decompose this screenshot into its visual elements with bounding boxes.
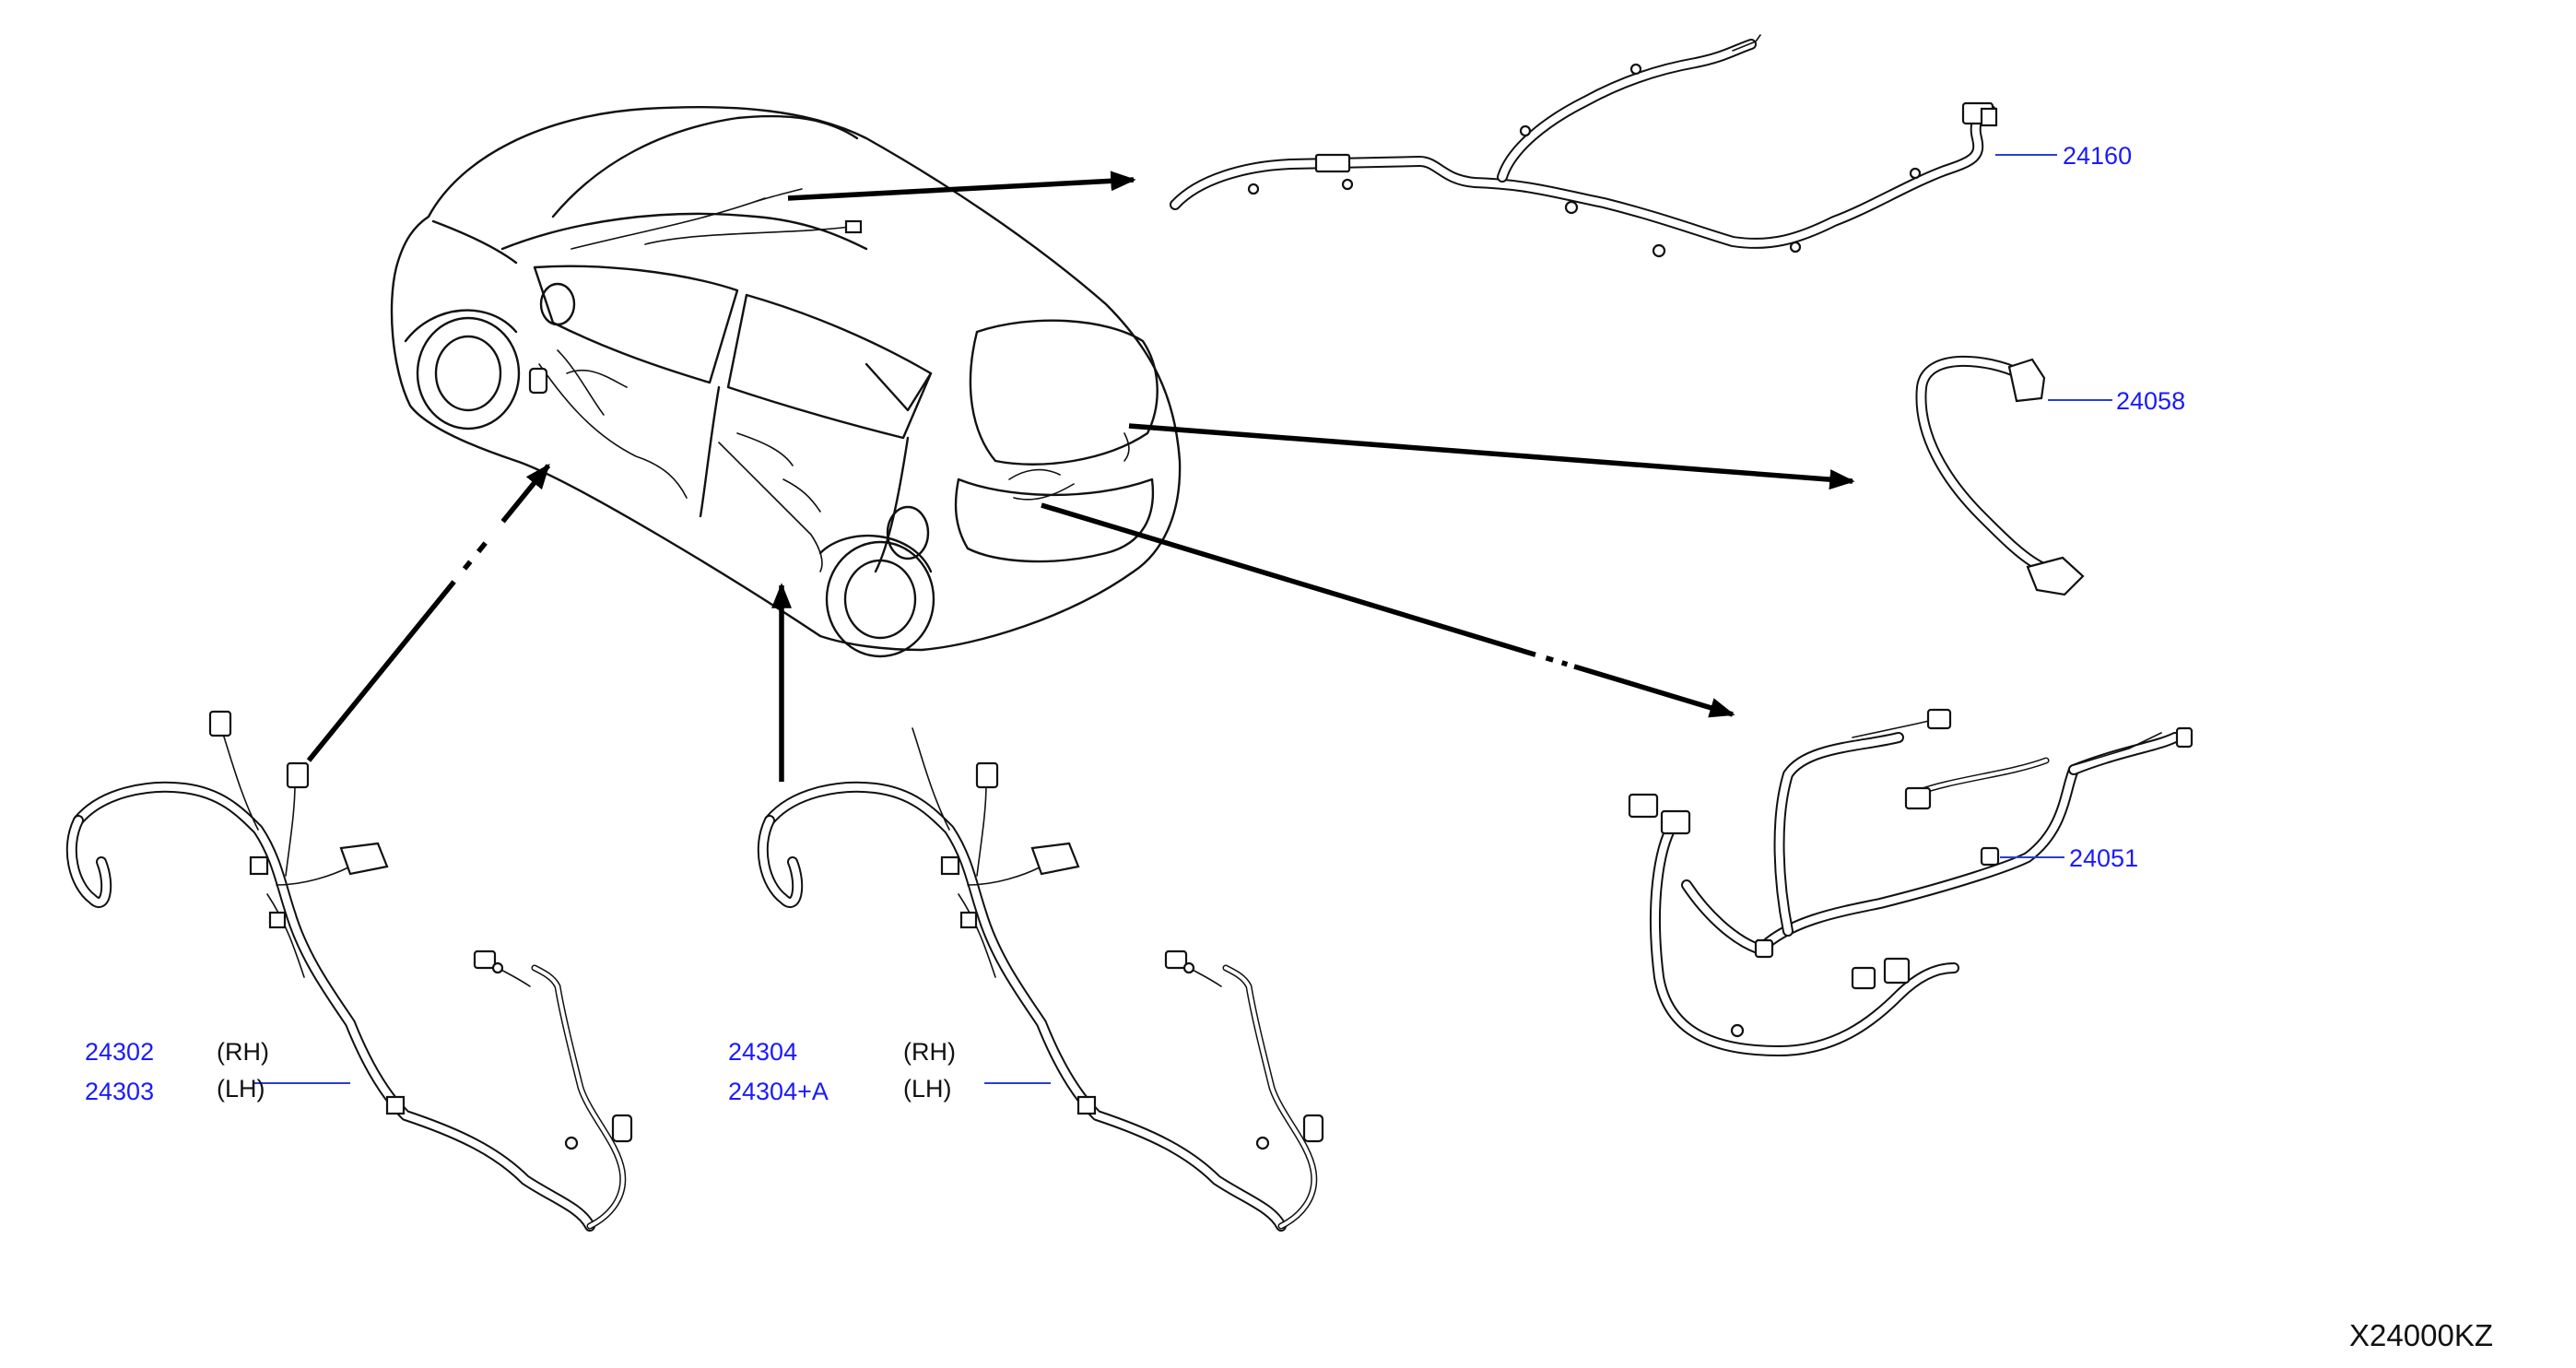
side-label-rh-front: (RH) xyxy=(217,1038,269,1066)
back-door-harness: 24058 xyxy=(1915,355,2185,596)
part-number-24160: 24160 xyxy=(2063,142,2132,170)
arrow-back-door xyxy=(1128,423,1855,490)
side-label-lh-rear: (LH) xyxy=(903,1075,952,1103)
roof-harness: 24160 xyxy=(1170,34,2132,258)
front-door-harness: 24302 (RH) 24303 (LH) xyxy=(65,710,633,1232)
part-number-24303: 24303 xyxy=(85,1078,154,1105)
part-number-24304a: 24304+A xyxy=(728,1078,829,1105)
part-number-24051: 24051 xyxy=(2069,844,2138,872)
arrow-body xyxy=(1041,502,1735,718)
car-illustration xyxy=(390,105,1182,658)
part-number-24302: 24302 xyxy=(85,1038,154,1066)
part-number-24304: 24304 xyxy=(728,1038,797,1066)
arrow-front-door xyxy=(306,463,551,762)
arrow-roof xyxy=(787,171,1136,201)
body-harness: 24051 xyxy=(1628,708,2194,1056)
side-label-rh-rear: (RH) xyxy=(903,1038,956,1066)
side-label-lh-front: (LH) xyxy=(217,1075,265,1103)
diagram-code: X24000KZ xyxy=(2349,1318,2493,1352)
part-number-24058: 24058 xyxy=(2116,387,2185,415)
rear-door-harness: 24304 (RH) 24304+A (LH) xyxy=(728,727,1324,1232)
callout-arrows xyxy=(306,171,1855,782)
